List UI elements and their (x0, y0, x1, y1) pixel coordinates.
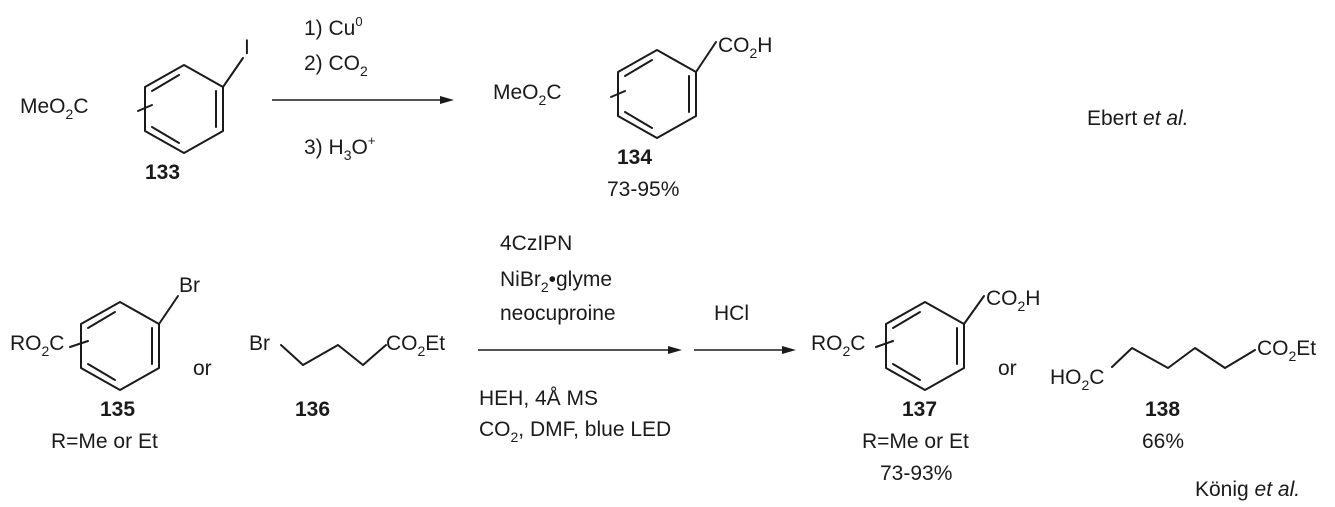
arrow-head (782, 346, 796, 354)
compound-133: I MeO2C 133 (20, 36, 250, 184)
solvent-light-label: CO2, DMF, blue LED (479, 418, 671, 445)
compound-136: Br CO2Et 136 (249, 332, 445, 421)
compound-number: 133 (145, 161, 180, 184)
compound-number: 135 (100, 398, 135, 421)
ester-group-label: MeO2C (20, 95, 88, 122)
ring-double-bond (892, 363, 921, 381)
ring-outline (885, 301, 965, 391)
carboxylic-acid-label: CO2H (986, 287, 1040, 314)
compound-number: 136 (295, 398, 330, 421)
citation-konig: König et al. (1195, 478, 1300, 501)
alkyl-chain (280, 344, 387, 366)
condition-step-2: 2) CO2 (304, 52, 368, 79)
compound-number: 138 (1145, 398, 1180, 421)
condition-step-3: 3) H3O+ (304, 133, 375, 163)
ester-group-label: CO2Et (386, 332, 445, 359)
ester-group-label: CO2Et (1257, 337, 1316, 364)
ester-attach-bond (875, 340, 894, 348)
ring-double-bond (892, 311, 921, 329)
ester-group-label: RO2C (10, 332, 64, 359)
ring-double-bond (87, 363, 116, 381)
ring-double-bond (151, 74, 180, 92)
compound-number: 134 (617, 146, 652, 169)
ring-double-bond (624, 111, 653, 129)
bromo-label: Br (249, 332, 270, 355)
ring-outline (80, 301, 160, 391)
yield-label: 66% (1142, 430, 1184, 453)
carboxylic-acid-label: CO2H (718, 34, 772, 61)
compound-138: HO2C CO2Et 138 66% (1050, 337, 1316, 453)
acid-attach-bond (963, 295, 985, 325)
or-label: or (998, 357, 1017, 380)
ring-outline (144, 64, 224, 154)
carboxylic-acid-label: HO2C (1050, 366, 1104, 393)
ligand-label: neocuproine (500, 302, 616, 325)
ester-group-label: RO2C (811, 332, 865, 359)
hcl-label: HCl (714, 302, 749, 325)
yield-label: 73-93% (880, 462, 952, 485)
ring-double-bond (624, 59, 653, 77)
ring-double-bond (87, 311, 116, 329)
ester-attach-bond (137, 104, 153, 112)
or-label: or (193, 357, 212, 380)
bromo-bond (158, 295, 179, 325)
arrow-head (668, 346, 682, 354)
yield-label: 73-95% (607, 178, 679, 201)
compound-135: Br RO2C or 135 R=Me or Et (10, 274, 212, 453)
compound-number: 137 (902, 398, 937, 421)
reaction-arrow-top (272, 96, 454, 104)
alkyl-chain (1111, 347, 1256, 369)
benzene-ring-134 (617, 49, 697, 139)
compound-137: CO2H RO2C or 137 R=Me or Et 73-93% (811, 287, 1040, 485)
ester-attach-bond (69, 340, 89, 348)
iodo-bond (222, 57, 244, 88)
ester-attach-bond (610, 90, 626, 98)
ester-group-label: MeO2C (493, 81, 561, 108)
citation-ebert: Ebert et al. (1087, 107, 1189, 130)
benzene-ring-133 (144, 64, 224, 154)
condition-step-1: 1) Cu0 (304, 14, 363, 40)
compound-134: CO2H MeO2C 134 73-95% (493, 34, 772, 201)
catalyst-label: 4CzIPN (500, 232, 572, 255)
arrow-head (440, 96, 454, 104)
r-group-note: R=Me or Et (51, 430, 158, 453)
iodo-label: I (244, 36, 250, 59)
ring-double-bond (151, 126, 180, 144)
benzene-ring-135 (80, 301, 160, 391)
benzene-ring-137 (885, 301, 965, 391)
ring-outline (617, 49, 697, 139)
reaction-arrow-bottom-1 (478, 346, 682, 354)
nickel-catalyst-label: NiBr2•glyme (500, 268, 612, 295)
additive-label: HEH, 4Å MS (479, 387, 598, 410)
reaction-arrow-bottom-2 (694, 346, 796, 354)
acid-attach-bond (695, 41, 717, 73)
bromo-label: Br (179, 274, 200, 297)
r-group-note: R=Me or Et (862, 430, 969, 453)
